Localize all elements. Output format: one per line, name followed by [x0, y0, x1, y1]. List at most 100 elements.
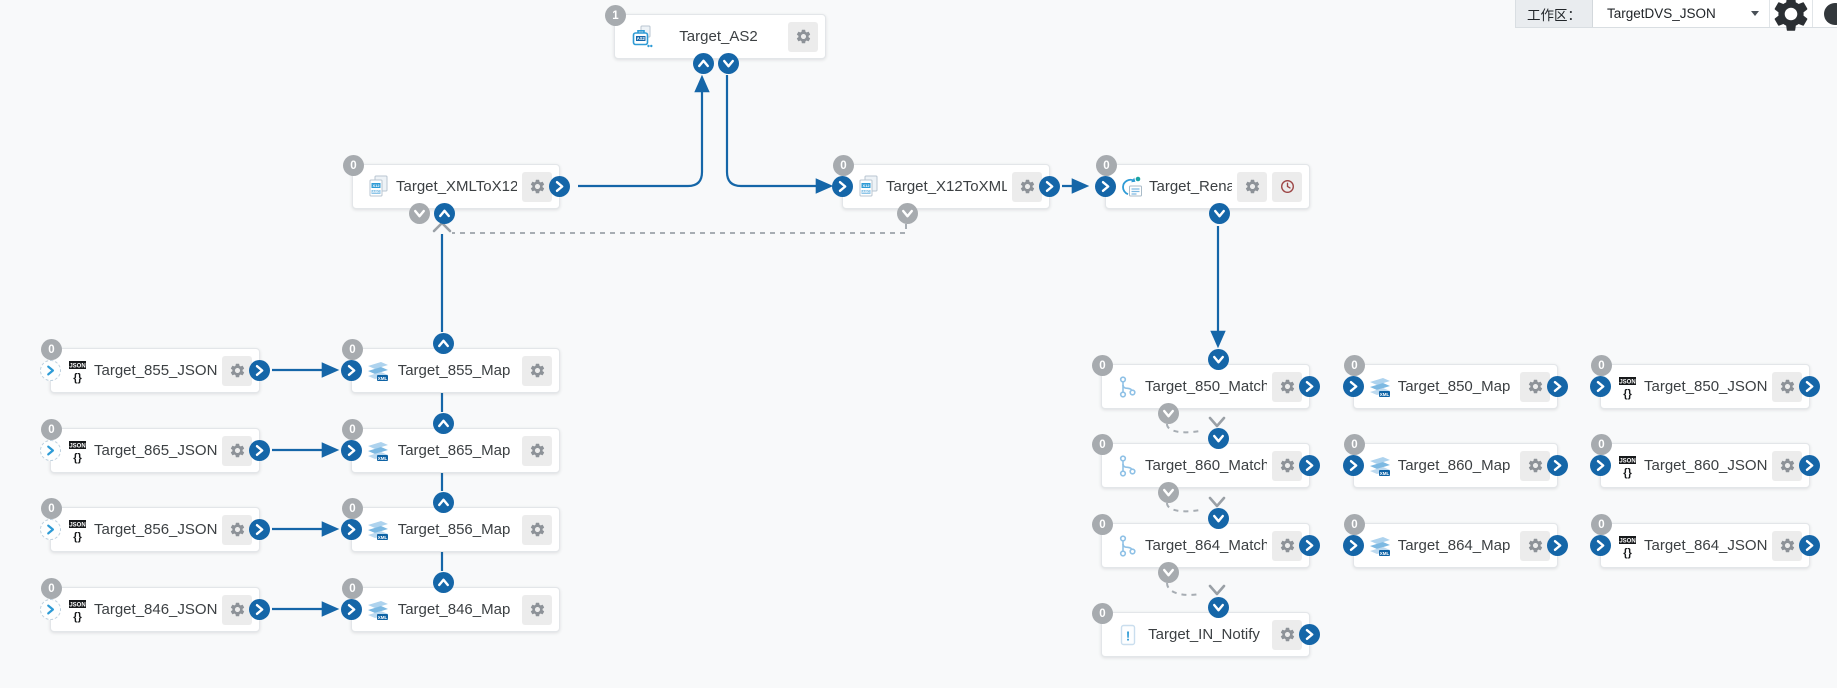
edge-Target_864_Match-to-Target_IN_Notify — [1166, 582, 1201, 596]
settings-button[interactable] — [1012, 171, 1042, 202]
settings-button[interactable] — [1772, 530, 1802, 561]
input-port[interactable] — [1343, 535, 1364, 556]
settings-button[interactable] — [522, 594, 552, 625]
flow-up-port[interactable] — [433, 333, 454, 354]
input-port[interactable] — [1590, 376, 1611, 397]
help-icon[interactable] — [1813, 0, 1837, 27]
flow-down-port[interactable] — [409, 203, 430, 224]
output-port[interactable] — [1799, 376, 1820, 397]
settings-gear-button[interactable] — [1770, 0, 1813, 31]
settings-button[interactable] — [1272, 450, 1302, 481]
output-port[interactable] — [1547, 535, 1568, 556]
output-port[interactable] — [1299, 535, 1320, 556]
flow-up-port[interactable] — [693, 53, 714, 74]
output-port[interactable] — [1799, 455, 1820, 476]
output-port[interactable] — [249, 440, 270, 461]
workspace-dropdown[interactable]: TargetDVS_JSON — [1593, 0, 1770, 27]
flow-up-port[interactable] — [433, 572, 454, 593]
settings-button[interactable] — [522, 171, 552, 202]
settings-button[interactable] — [522, 514, 552, 545]
flow-down-port[interactable] — [718, 53, 739, 74]
input-port[interactable] — [1343, 376, 1364, 397]
settings-button[interactable] — [222, 514, 252, 545]
flow-down-port[interactable] — [1158, 482, 1179, 503]
settings-button[interactable] — [1237, 171, 1267, 202]
output-port[interactable] — [1299, 455, 1320, 476]
flow-up-port[interactable] — [433, 492, 454, 513]
input-port-unconnected[interactable] — [40, 440, 61, 461]
flow-up-port[interactable] — [434, 203, 455, 224]
output-port[interactable] — [549, 176, 570, 197]
flow-down-port[interactable] — [1158, 562, 1179, 583]
flow-down-port[interactable] — [1208, 597, 1229, 618]
flow-down-port[interactable] — [1208, 428, 1229, 449]
settings-button[interactable] — [1272, 619, 1302, 650]
settings-button[interactable] — [1520, 450, 1550, 481]
settings-button[interactable] — [1272, 530, 1302, 561]
settings-button[interactable] — [1772, 450, 1802, 481]
output-port[interactable] — [1299, 376, 1320, 397]
flow-down-port[interactable] — [1208, 508, 1229, 529]
input-port[interactable] — [1343, 455, 1364, 476]
node-label: Target_850_Match — [1145, 378, 1267, 395]
settings-button[interactable] — [522, 355, 552, 386]
input-port[interactable] — [1590, 455, 1611, 476]
flow-up-port[interactable] — [433, 413, 454, 434]
output-port[interactable] — [1547, 455, 1568, 476]
output-port[interactable] — [1299, 624, 1320, 645]
flow-down-port[interactable] — [1158, 403, 1179, 424]
settings-button[interactable] — [1520, 371, 1550, 402]
flow-down-port[interactable] — [1209, 203, 1230, 224]
settings-button[interactable] — [1272, 371, 1302, 402]
input-port[interactable] — [341, 519, 362, 540]
output-port[interactable] — [1799, 535, 1820, 556]
flow-down-port[interactable] — [897, 203, 918, 224]
output-port[interactable] — [249, 599, 270, 620]
settings-button[interactable] — [222, 355, 252, 386]
node-Target_IN_Notify[interactable]: 0!Target_IN_Notify — [1092, 597, 1320, 657]
settings-button[interactable] — [522, 435, 552, 466]
input-port[interactable] — [341, 440, 362, 461]
output-port[interactable] — [249, 360, 270, 381]
input-port[interactable] — [341, 360, 362, 381]
flow-down-port[interactable] — [1208, 349, 1229, 370]
settings-button[interactable] — [1772, 371, 1802, 402]
input-port-unconnected[interactable] — [40, 519, 61, 540]
output-port[interactable] — [1547, 376, 1568, 397]
schedule-clock-button[interactable] — [1272, 171, 1302, 202]
input-port-unconnected[interactable] — [40, 360, 61, 381]
settings-button[interactable] — [222, 594, 252, 625]
settings-button[interactable] — [1520, 530, 1550, 561]
input-port-unconnected[interactable] — [40, 599, 61, 620]
settings-button[interactable] — [222, 435, 252, 466]
settings-button[interactable] — [788, 21, 818, 52]
input-port[interactable] — [341, 599, 362, 620]
input-port[interactable] — [832, 176, 853, 197]
output-port[interactable] — [249, 519, 270, 540]
input-port[interactable] — [1590, 535, 1611, 556]
input-port[interactable] — [1095, 176, 1116, 197]
output-port[interactable] — [1039, 176, 1060, 197]
